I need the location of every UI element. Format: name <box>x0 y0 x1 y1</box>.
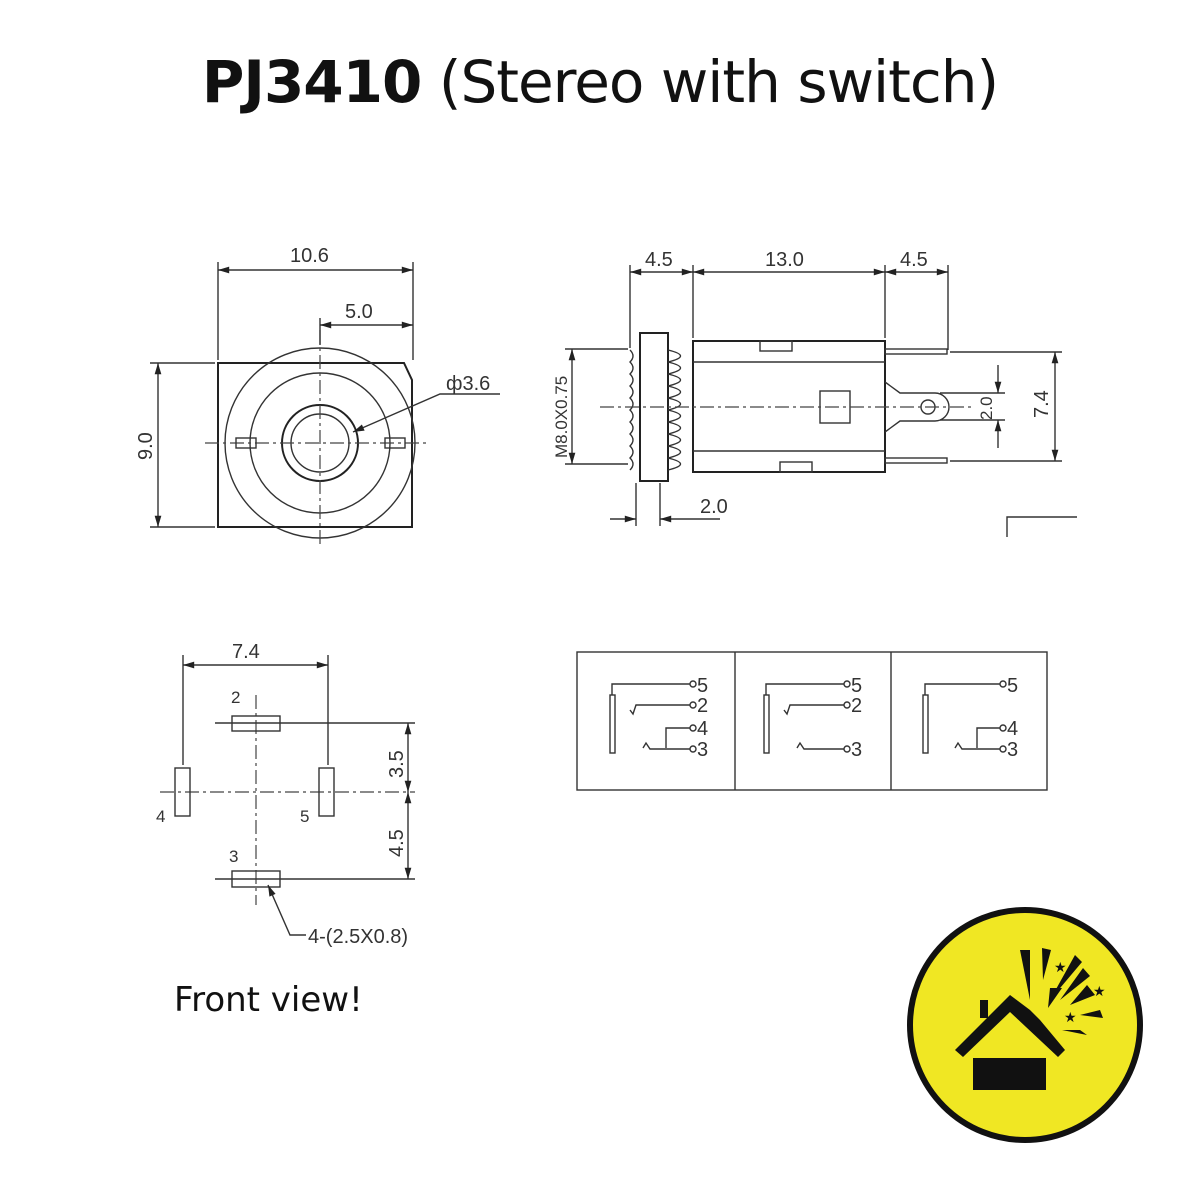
dim-height: 9.0 <box>135 432 157 460</box>
dim-front-length: 4.5 <box>645 249 673 271</box>
dim-width: 10.6 <box>290 245 329 267</box>
svg-text:★: ★ <box>1093 983 1106 999</box>
dim-upper: 3.5 <box>386 750 408 778</box>
front-view: 10.6 5.0 9.0 ф3.6 <box>135 245 500 548</box>
pin-3: 3 <box>851 739 862 761</box>
svg-text:★: ★ <box>1054 959 1067 975</box>
model-name: PJ3410 <box>201 48 423 116</box>
pin-2: 2 <box>697 695 708 717</box>
dim-hole: ф3.6 <box>446 373 490 395</box>
caption: Front view! <box>174 980 363 1020</box>
model-subtitle: (Stereo with switch) <box>438 48 999 116</box>
dim-footprint-width: 7.4 <box>232 641 260 663</box>
dim-pin-spacing: 2.0 <box>977 396 996 420</box>
pin-label-5: 5 <box>300 807 309 826</box>
pin-4: 4 <box>1007 718 1018 740</box>
dim-pin-length: 4.5 <box>900 249 928 271</box>
dim-body-length: 13.0 <box>765 249 804 271</box>
dim-flange: 2.0 <box>700 496 728 518</box>
page-title: PJ3410 (Stereo with switch) <box>0 48 1200 116</box>
dim-pin-span: 7.4 <box>1031 390 1053 418</box>
side-view: 4.5 13.0 4.5 M8.0X0.75 2.0 7.4 2.0 <box>552 249 1077 537</box>
pad-note: 4-(2.5X0.8) <box>308 926 408 948</box>
footprint-view: 7.4 3.5 4.5 2 4 5 3 4-(2.5X0.8) <box>156 641 415 948</box>
switch-schematic: 5 2 4 3 5 2 3 5 4 3 <box>576 651 1048 791</box>
svg-text:★: ★ <box>1064 1009 1077 1025</box>
pin-3: 3 <box>697 739 708 761</box>
pin-label-4: 4 <box>156 807 165 826</box>
pin-label-2: 2 <box>231 688 240 707</box>
pin-5: 5 <box>697 675 708 697</box>
pin-2: 2 <box>851 695 862 717</box>
house-explosion-icon: ★ ★ ★ <box>907 907 1143 1143</box>
pin-5: 5 <box>851 675 862 697</box>
schematic-panel-2: 5 2 3 <box>763 675 862 761</box>
dim-thread: M8.0X0.75 <box>552 376 571 458</box>
dim-lower: 4.5 <box>386 829 408 857</box>
pin-5: 5 <box>1007 675 1018 697</box>
schematic-panel-3: 5 4 3 <box>922 675 1018 761</box>
schematic-panel-1: 5 2 4 3 <box>609 675 708 761</box>
pin-label-3: 3 <box>229 847 238 866</box>
dim-offset: 5.0 <box>345 301 373 323</box>
pin-3: 3 <box>1007 739 1018 761</box>
pin-4: 4 <box>697 718 708 740</box>
